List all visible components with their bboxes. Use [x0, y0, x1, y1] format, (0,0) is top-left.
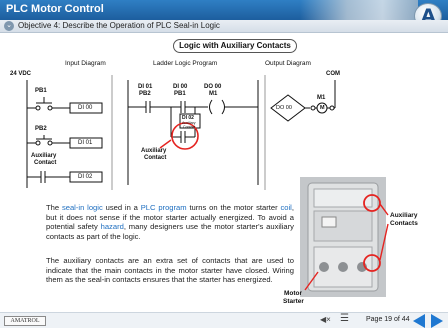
ladder-pb2-label: PB2 — [139, 91, 151, 97]
aux-contact-highlight — [171, 122, 199, 150]
chevron-down-icon[interactable]: ⌄ — [4, 21, 14, 31]
ladder-do00-label: DO 00 — [204, 84, 222, 90]
output-diagram-heading: Output Diagram — [265, 60, 311, 67]
ladder-pb1-label: PB1 — [174, 91, 186, 97]
motor-starter-image — [300, 177, 386, 297]
aux-contacts-callout-2: Contacts — [390, 220, 418, 227]
di01-box-label: DI 01 — [78, 140, 93, 146]
input-diagram-heading: Input Diagram — [65, 60, 106, 67]
ladder-di02-label: DI 02 — [182, 115, 194, 121]
diagram-title: Logic with Auxiliary Contacts — [173, 39, 297, 53]
ladder-m1-label: M1 — [209, 91, 218, 97]
page-indicator: Page 19 of 44 — [366, 316, 410, 323]
previous-page-button[interactable] — [413, 314, 425, 328]
ladder-aux-callout-1: Auxiliary — [141, 148, 167, 154]
ladder-aux-callout-2: Contact — [144, 155, 167, 161]
pb2-label: PB2 — [35, 126, 47, 132]
objective-bar[interactable]: ⌄ Objective 4: Describe the Operation of… — [0, 20, 448, 33]
aux-label-1: Auxiliary — [31, 153, 57, 159]
output-do00-label: DO 00 — [276, 105, 292, 111]
ladder-heading: Ladder Logic Program — [153, 60, 218, 67]
menu-icon[interactable]: ☰ — [340, 313, 349, 324]
output-m1-label: M1 — [317, 95, 326, 101]
paragraph-1: The seal-in logic used in a PLC program … — [46, 203, 294, 241]
aux-contacts-callout-1: Auxiliary — [390, 212, 418, 219]
supply-label: 24 VDC — [10, 71, 32, 77]
di02-box-label: DI 02 — [78, 174, 93, 180]
motor-starter-callout-2: Starter — [283, 298, 304, 305]
paragraph-2: The auxiliary contacts are an extra set … — [46, 256, 294, 284]
pb1-label: PB1 — [35, 88, 47, 94]
amatrol-brand: AMATROL — [4, 316, 46, 326]
seal-in-logic-link[interactable]: seal-in logic — [61, 203, 103, 212]
objective-text: Objective 4: Describe the Operation of P… — [18, 21, 220, 30]
hazard-link[interactable]: hazard — [100, 222, 124, 231]
motor-starter-callout-1: Motor — [284, 290, 303, 297]
ladder-aux-small-2: Contact — [183, 125, 196, 129]
header-decoration — [300, 0, 418, 20]
di00-box-label: DI 00 — [78, 105, 93, 111]
output-m-label: M — [320, 105, 325, 111]
ladder-di01-label: DI 01 — [138, 84, 153, 90]
speaker-mute-icon[interactable]: ◀× — [320, 315, 331, 324]
footer-bar: AMATROL ◀× ☰ Page 19 of 44 — [0, 312, 448, 328]
app-title: PLC Motor Control — [6, 3, 104, 15]
plc-program-link[interactable]: PLC program — [140, 203, 187, 212]
aux-label-2: Contact — [34, 160, 57, 166]
next-page-button[interactable] — [431, 314, 443, 328]
ladder-di00-label: DI 00 — [173, 84, 188, 90]
ladder-aux-small-1: Auxiliary — [182, 121, 196, 125]
wiring-diagram — [26, 75, 336, 190]
coil-link[interactable]: coil — [280, 203, 292, 212]
com-label: COM — [326, 71, 340, 77]
title-bar: PLC Motor Control — [0, 0, 448, 20]
